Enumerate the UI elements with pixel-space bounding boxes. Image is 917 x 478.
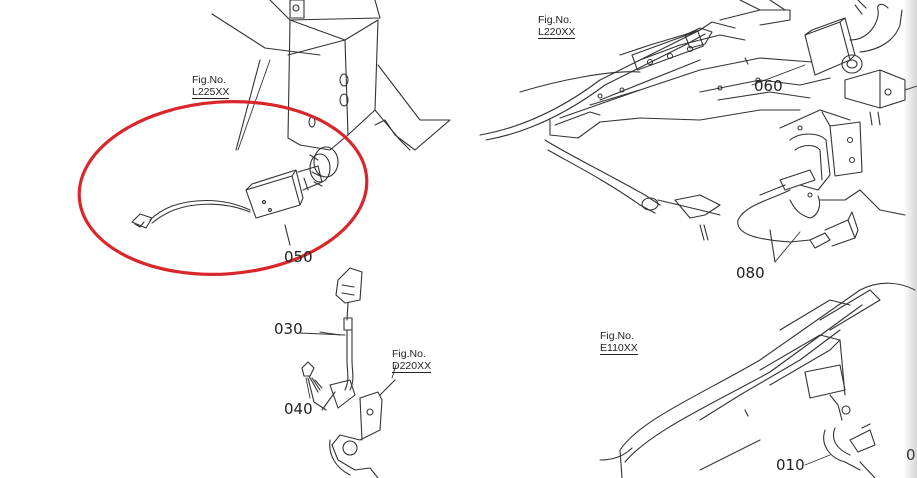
fig-ref-l220-prefix: Fig.No. bbox=[538, 14, 572, 26]
cover-panel bbox=[599, 282, 916, 478]
callout-010: 010 bbox=[776, 456, 805, 474]
fig-ref-d220: Fig.No. D220XX bbox=[392, 348, 432, 374]
fig-ref-e110-prefix: Fig.No. bbox=[600, 330, 634, 342]
upper-frame-bracket bbox=[211, 0, 451, 151]
callout-040: 040 bbox=[284, 400, 313, 418]
part-060-actuator bbox=[804, 0, 917, 177]
fig-ref-e110-code: E110XX bbox=[600, 342, 638, 356]
fig-ref-l225: Fig.No. L225XX bbox=[192, 74, 230, 100]
callout-030: 030 bbox=[274, 320, 303, 338]
fig-ref-d220-prefix: Fig.No. bbox=[392, 348, 426, 360]
fig-ref-e110: Fig.No. E110XX bbox=[600, 330, 638, 356]
leader-lines bbox=[237, 59, 831, 466]
rail-assembly bbox=[479, 0, 851, 241]
fig-ref-l220: Fig.No. L220XX bbox=[538, 14, 576, 40]
fig-ref-l220-code: L220XX bbox=[538, 26, 576, 40]
fig-ref-l225-prefix: Fig.No. bbox=[192, 74, 226, 86]
scan-edge-shadow bbox=[903, 0, 917, 478]
fig-ref-d220-code: D220XX bbox=[392, 360, 432, 374]
highlight-ellipse bbox=[77, 100, 369, 276]
part-050-switch bbox=[131, 146, 339, 246]
bracket-plate bbox=[329, 379, 396, 478]
callout-080: 080 bbox=[736, 264, 765, 282]
callout-partial: 0 bbox=[906, 448, 916, 463]
callout-060: 060 bbox=[754, 77, 783, 95]
part-040-bolt bbox=[301, 361, 327, 411]
callout-050: 050 bbox=[284, 248, 313, 266]
fig-ref-l225-code: L225XX bbox=[192, 86, 230, 100]
part-030-harness bbox=[319, 267, 363, 411]
part-080-sensor bbox=[737, 133, 906, 263]
